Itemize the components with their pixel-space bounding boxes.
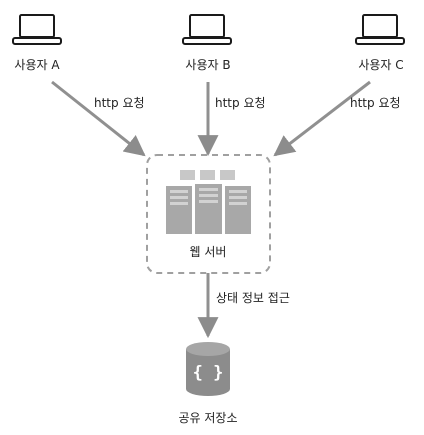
server-rack-icon	[166, 170, 251, 234]
user-b-label: 사용자 B	[185, 58, 231, 72]
shared-storage-label: 공유 저장소	[178, 411, 238, 425]
user-c-label: 사용자 C	[358, 58, 404, 72]
request-label-a: http 요청	[94, 96, 145, 110]
request-arrow-a	[51, 80, 146, 157]
user-a-laptop-icon	[12, 14, 62, 45]
svg-text:{ }: { }	[193, 363, 224, 383]
database-cylinder-icon: { }	[186, 342, 230, 396]
request-label-c: http 요청	[350, 96, 401, 110]
state-access-label: 상태 정보 접근	[216, 291, 290, 305]
user-b-laptop-icon	[182, 14, 232, 45]
web-server-label: 웹 서버	[189, 245, 227, 259]
request-arrow-c	[273, 80, 371, 157]
user-c-laptop-icon	[355, 14, 405, 45]
user-a-label: 사용자 A	[14, 58, 60, 72]
web-server-boundary	[146, 154, 271, 274]
request-label-b: http 요청	[215, 96, 266, 110]
